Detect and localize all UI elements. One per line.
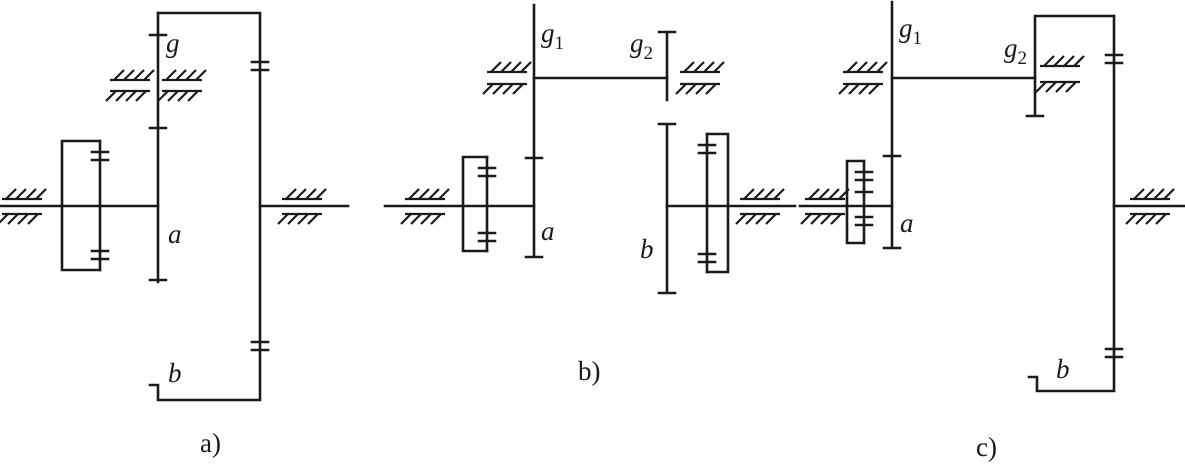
label-g1-c-sub: 1 — [913, 28, 923, 49]
gear-b-b — [657, 122, 677, 295]
bearing-g2-b — [674, 60, 726, 96]
label-g2-b: g2 — [630, 28, 653, 64]
carrier-gear-c — [854, 159, 874, 245]
label-g2-b-main: g — [630, 28, 644, 58]
label-g1-c-main: g — [899, 13, 913, 43]
label-g2-c-main: g — [1004, 33, 1018, 63]
caption-c: c) — [976, 432, 997, 462]
carrier-gear-b — [477, 155, 497, 253]
label-g1-c: g1 — [899, 13, 922, 49]
bearing-g1-c — [837, 60, 889, 96]
label-g-a: g — [166, 28, 180, 58]
output-carrier-b — [705, 132, 730, 274]
label-g1-b-sub: 1 — [555, 33, 565, 54]
carrier-a — [60, 139, 102, 272]
output-gear-b — [697, 132, 717, 274]
gear-g2-c — [1025, 14, 1116, 118]
caption-b: b) — [578, 356, 601, 386]
bearing-g2-c — [1034, 54, 1086, 94]
diagram-b: g1 g2 a b b) — [383, 3, 797, 386]
label-g2-c: g2 — [1004, 33, 1027, 69]
diagram-a: g a b a) — [0, 11, 350, 458]
caption-a: a) — [200, 428, 221, 458]
carrier-c — [845, 159, 866, 245]
diagram-c: g1 g2 a b c) — [798, 0, 1185, 462]
ring-gear-c — [1027, 14, 1116, 393]
label-a-b: a — [541, 216, 555, 246]
gear-g2-b — [657, 30, 677, 102]
bearing-mid-a — [104, 68, 208, 103]
gear-a-b — [524, 3, 544, 259]
label-b-c: b — [1056, 354, 1070, 384]
label-g2-b-sub: 2 — [644, 43, 654, 64]
label-g2-c-sub: 2 — [1018, 48, 1028, 69]
carrier-gear-a — [90, 139, 110, 272]
label-a-a: a — [168, 219, 182, 249]
label-b-b: b — [640, 234, 654, 264]
label-b-a: b — [168, 358, 182, 388]
label-a-c: a — [900, 208, 914, 238]
label-g1-b: g1 — [541, 18, 564, 54]
sun-gear-a — [148, 11, 168, 284]
bearing-g1-b — [481, 60, 533, 96]
ring-teeth-c — [1104, 53, 1124, 359]
label-g1-b-main: g — [541, 18, 555, 48]
gear-a-c — [882, 0, 902, 250]
ring-teeth-a — [250, 60, 270, 352]
ring-gear-a — [148, 11, 262, 402]
carrier-b — [461, 155, 489, 253]
